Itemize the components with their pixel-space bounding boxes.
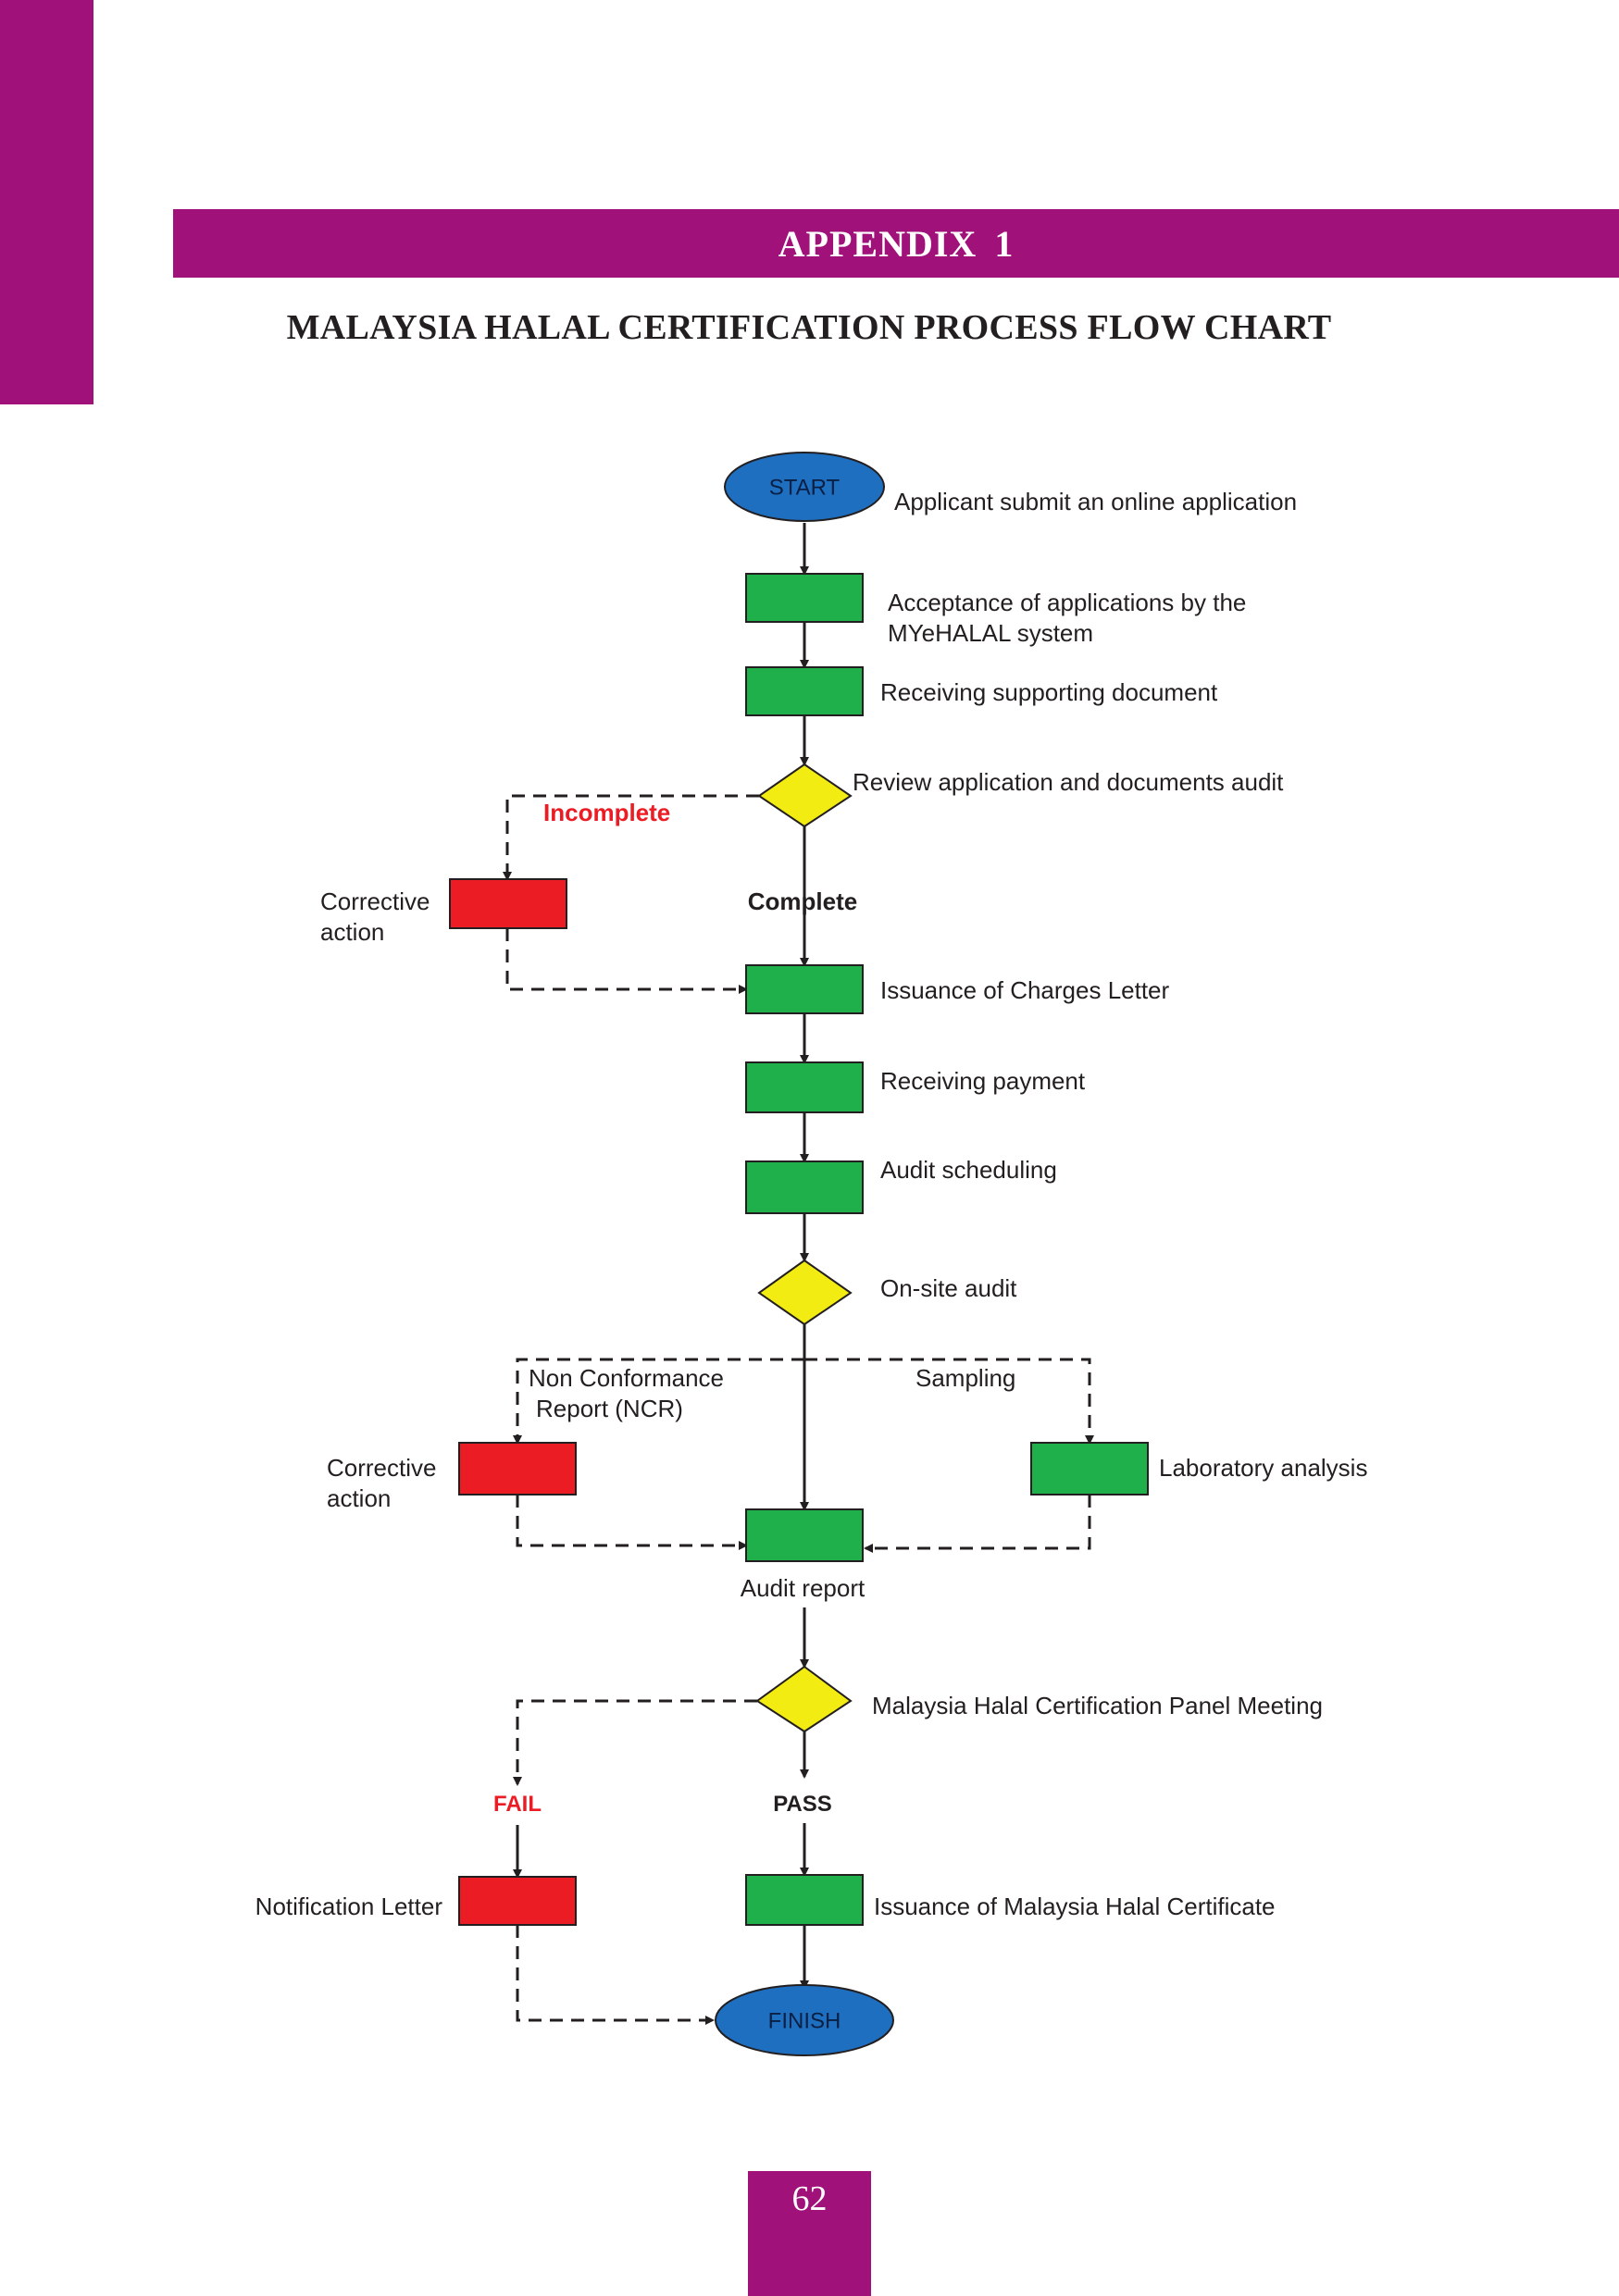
acceptance-caption-line1: Acceptance of applications by the (888, 589, 1246, 616)
charges-letter-caption: Issuance of Charges Letter (880, 976, 1170, 1004)
certificate-issuance-box (745, 1874, 864, 1926)
audit-report-caption: Audit report (741, 1574, 866, 1602)
page-number-badge: 62 (748, 2171, 871, 2296)
dashed-laboratory-to-report (864, 1495, 1091, 1553)
finish-label: FINISH (768, 2009, 841, 2034)
panel-meeting-caption: Malaysia Halal Certification Panel Meeti… (872, 1692, 1323, 1719)
certificate-issuance-caption: Issuance of Malaysia Halal Certificate (874, 1893, 1276, 1920)
receiving-documents-caption: Receiving supporting document (880, 678, 1218, 706)
start-caption: Applicant submit an online application (894, 488, 1297, 515)
audit-scheduling-caption: Audit scheduling (880, 1156, 1057, 1184)
corrective-action-2-line2: action (327, 1484, 391, 1512)
onsite-audit-diamond (757, 1259, 853, 1326)
corrective-action-2-line1: Corrective (327, 1454, 436, 1482)
review-decision-diamond (757, 763, 853, 828)
pass-label: PASS (773, 1792, 832, 1817)
onsite-audit-caption: On-site audit (880, 1274, 1017, 1302)
side-color-bar (0, 0, 93, 404)
notification-letter-caption: Notification Letter (255, 1893, 443, 1920)
notification-letter-box (458, 1876, 577, 1926)
acceptance-caption-line2: MYeHALAL system (888, 619, 1093, 647)
labels: START Applicant submit an online applica… (255, 476, 1368, 2034)
receiving-payment-box (745, 1061, 864, 1113)
receiving-payment-caption: Receiving payment (880, 1067, 1086, 1095)
dashed-corrective-to-charges (505, 928, 748, 994)
corrective-action-box-2 (458, 1442, 577, 1496)
laboratory-analysis-box (1030, 1442, 1149, 1496)
audit-report-box (745, 1508, 864, 1562)
acceptance-box (745, 573, 864, 623)
nodes (449, 452, 1149, 2056)
fail-label: FAIL (493, 1792, 542, 1817)
dashed-review-to-corrective (503, 794, 759, 881)
ncr-label-line2: Report (NCR) (536, 1395, 683, 1422)
dashed-panel-to-fail (513, 1699, 757, 1786)
start-label: START (769, 476, 841, 501)
connectors (503, 523, 1094, 2025)
panel-meeting-diamond (755, 1665, 853, 1733)
appendix-label: APPENDIX 1 (778, 222, 1015, 265)
incomplete-label: Incomplete (543, 799, 670, 826)
audit-scheduling-box (745, 1160, 864, 1214)
charges-letter-box (745, 964, 864, 1014)
corrective-action-1-line2: action (320, 918, 384, 946)
finish-terminal (715, 1984, 894, 2056)
corrective-action-1-line1: Corrective (320, 887, 430, 915)
dashed-onsite-to-ncr-corrective (513, 1358, 804, 1445)
dashed-onsite-to-laboratory (804, 1358, 1094, 1445)
receiving-documents-box (745, 666, 864, 716)
appendix-banner: APPENDIX 1 (173, 209, 1619, 278)
laboratory-analysis-caption: Laboratory analysis (1159, 1454, 1367, 1482)
corrective-action-box-1 (449, 878, 567, 929)
ncr-label-line1: Non Conformance (529, 1364, 724, 1392)
dashed-corrective-to-report (516, 1495, 748, 1550)
dashed-notification-to-finish (516, 1925, 715, 2025)
sampling-label: Sampling (915, 1364, 1015, 1392)
complete-label: Complete (748, 887, 857, 915)
start-terminal (724, 452, 885, 522)
page-title: MALAYSIA HALAL CERTIFICATION PROCESS FLO… (286, 308, 1332, 347)
review-caption: Review application and documents audit (853, 768, 1284, 796)
page-number: 62 (791, 2179, 828, 2218)
